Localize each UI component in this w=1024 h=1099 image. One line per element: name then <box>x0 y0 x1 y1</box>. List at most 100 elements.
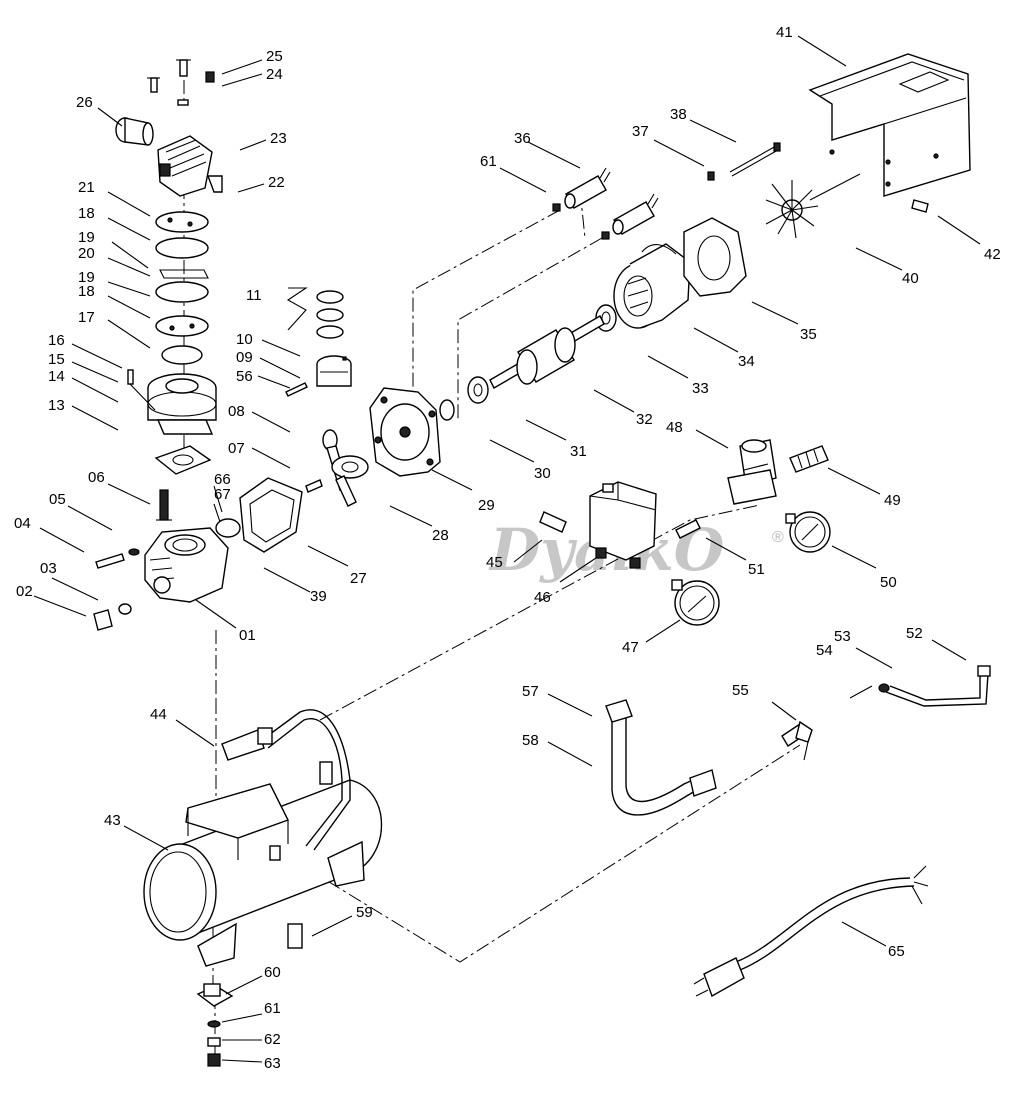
callout-63: 63 <box>264 1055 281 1072</box>
callout-56: 56 <box>236 368 253 385</box>
connecting-rod-icon <box>305 429 369 507</box>
bearing-icon <box>439 304 617 421</box>
callout-23: 23 <box>270 130 287 147</box>
cylinder-icon <box>147 373 217 435</box>
callout-27: 27 <box>350 570 367 587</box>
callout-20: 20 <box>78 245 95 262</box>
callout-40: 40 <box>902 270 919 287</box>
callout-46: 46 <box>534 589 551 606</box>
capacitor-icon <box>552 167 659 240</box>
callout-65: 65 <box>888 943 905 960</box>
callout-59: 59 <box>356 904 373 921</box>
callout-67: 67 <box>214 486 231 503</box>
callout-42: 42 <box>984 246 1001 263</box>
stator-icon <box>613 243 691 329</box>
pump-head-parts <box>115 59 223 475</box>
connecting-pipe-icon <box>605 699 813 816</box>
callout-29: 29 <box>478 497 495 514</box>
motor-end-bracket-icon <box>369 387 441 477</box>
callout-47: 47 <box>622 639 639 656</box>
callout-51: 51 <box>748 561 765 578</box>
callout-61a: 61 <box>480 153 497 170</box>
pressure-regulator-icon <box>727 439 777 505</box>
callout-52: 52 <box>906 625 923 642</box>
callout-22: 22 <box>268 174 285 191</box>
cooling-fan-icon <box>765 173 861 239</box>
callout-48: 48 <box>666 419 683 436</box>
power-cord-icon <box>693 865 929 998</box>
callout-55: 55 <box>732 682 749 699</box>
callout-06: 06 <box>88 469 105 486</box>
tie-rod-bolt-icon <box>707 142 781 181</box>
callout-54: 54 <box>816 642 833 659</box>
callout-26: 26 <box>76 94 93 111</box>
callout-08: 08 <box>228 403 245 420</box>
callout-19b: 19 <box>78 269 95 286</box>
air-filter-icon <box>115 117 154 146</box>
callout-05: 05 <box>49 491 66 508</box>
callout-60: 60 <box>264 964 281 981</box>
callout-01: 01 <box>239 627 256 644</box>
callout-18b: 18 <box>78 283 95 300</box>
motor-shroud-icon <box>808 53 971 213</box>
callout-30: 30 <box>534 465 551 482</box>
quick-coupler-icon <box>789 445 829 473</box>
pressure-gauge-tank-icon <box>671 579 720 626</box>
callout-39: 39 <box>310 588 327 605</box>
motor-rear-cover-icon <box>641 217 747 297</box>
tube-assembly-icon <box>878 665 991 707</box>
callout-43: 43 <box>104 812 121 829</box>
callout-07: 07 <box>228 440 245 457</box>
callout-18a: 18 <box>78 205 95 222</box>
callout-41: 41 <box>776 24 793 41</box>
callout-21: 21 <box>78 179 95 196</box>
callout-37: 37 <box>632 123 649 140</box>
callout-03: 03 <box>40 560 57 577</box>
valve-plate-stack-icon <box>155 211 209 365</box>
callout-34: 34 <box>738 353 755 370</box>
callout-66: 66 <box>214 471 231 488</box>
callout-33: 33 <box>692 380 709 397</box>
pressure-gauge-outlet-icon <box>785 511 831 553</box>
pressure-switch-icon <box>539 481 657 569</box>
callout-28: 28 <box>432 527 449 544</box>
callout-44: 44 <box>150 706 167 723</box>
callout-09: 09 <box>236 349 253 366</box>
callout-36: 36 <box>514 130 531 147</box>
callout-10: 10 <box>236 331 253 348</box>
callout-50: 50 <box>880 574 897 591</box>
piston-icon <box>285 355 352 397</box>
watermark-registered-mark: ® <box>772 529 784 546</box>
callout-24: 24 <box>266 66 283 83</box>
crankcase-icon <box>93 489 241 631</box>
callout-32: 32 <box>636 411 653 428</box>
drain-valve-parts-icon <box>196 983 234 1067</box>
callout-57: 57 <box>522 683 539 700</box>
callout-15: 15 <box>48 351 65 368</box>
callout-45: 45 <box>486 554 503 571</box>
callout-58: 58 <box>522 732 539 749</box>
callout-17: 17 <box>78 309 95 326</box>
callout-61b: 61 <box>264 1000 281 1017</box>
rotor-shaft-icon <box>489 315 605 389</box>
crankcase-cover-gasket-icon <box>239 477 303 553</box>
callout-35: 35 <box>800 326 817 343</box>
callout-11: 11 <box>246 287 262 304</box>
callout-labels: 01 02 03 04 05 06 07 08 09 10 11 13 14 1… <box>14 24 1001 1072</box>
leader-lines <box>33 35 981 1063</box>
callout-14: 14 <box>48 368 65 385</box>
callout-13: 13 <box>48 397 65 414</box>
callout-49: 49 <box>884 492 901 509</box>
nipple-fitting-icon <box>675 519 701 539</box>
callout-31: 31 <box>570 443 587 460</box>
callout-38: 38 <box>670 106 687 123</box>
callout-53: 53 <box>834 628 851 645</box>
air-tank-icon <box>143 709 383 967</box>
callout-62: 62 <box>264 1031 281 1048</box>
callout-04: 04 <box>14 515 31 532</box>
cylinder-head-icon <box>157 135 223 197</box>
callout-25: 25 <box>266 48 283 65</box>
piston-rings-icon <box>316 290 344 339</box>
